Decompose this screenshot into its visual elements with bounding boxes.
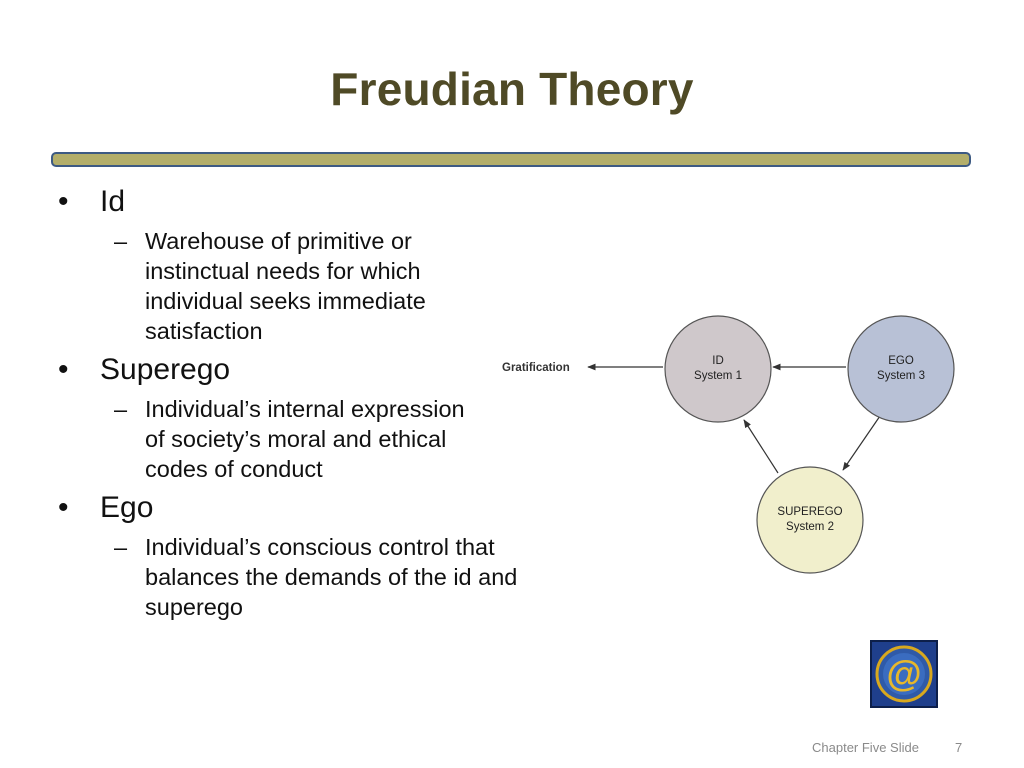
superego-node (756, 466, 864, 574)
sub-bullet-dash: – (114, 228, 128, 254)
bullet-id: • Id (58, 184, 538, 220)
superego-node-name: SUPEREGO (777, 506, 842, 518)
slide-title: Freudian Theory (330, 63, 694, 115)
sub-bullet-text: Individual’s internal expression of soci… (145, 396, 465, 482)
bullet-superego: • Superego (58, 352, 538, 388)
footer-text: Chapter Five Slide (812, 740, 919, 755)
bullet-dot: • (58, 353, 69, 386)
sub-bullet-id: – Warehouse of primitive or instinctual … (58, 226, 538, 346)
ego-node (847, 315, 955, 423)
arrow-superego-to-id (743, 419, 779, 474)
bullet-heading: Superego (100, 353, 231, 386)
id-node-name: ID (712, 355, 724, 367)
superego-node-system: System 2 (786, 521, 834, 533)
sub-bullet-ego: – Individual’s conscious control that ba… (58, 532, 538, 622)
arrow-ego-to-superego (842, 415, 881, 471)
ego-node-name: EGO (888, 355, 914, 367)
page-number: 7 (955, 740, 963, 755)
id-node-system: System 1 (694, 370, 742, 382)
gratification-label: Gratification (502, 362, 570, 374)
id-node (664, 315, 772, 423)
freud-diagram: Gratification ID System 1 EGO System 3 S… (502, 315, 955, 574)
sub-bullet-dash: – (114, 534, 128, 560)
sub-bullet-text: Individual’s conscious control that bala… (145, 534, 518, 620)
sub-bullet-dash: – (114, 396, 128, 422)
sub-bullet-text: Warehouse of primitive or instinctual ne… (145, 228, 426, 344)
bullet-heading: Id (100, 185, 126, 218)
bullet-dot: • (58, 185, 69, 218)
title-divider (51, 152, 971, 167)
bullet-dot: • (58, 491, 69, 524)
bullet-heading: Ego (100, 491, 154, 524)
ego-node-system: System 3 (877, 370, 925, 382)
at-sign-icon: @ (870, 640, 938, 708)
at-sign-glyph: @ (886, 653, 921, 694)
bullet-ego: • Ego (58, 490, 538, 526)
bullet-list: • Id – Warehouse of primitive or instinc… (58, 180, 538, 628)
sub-bullet-superego: – Individual’s internal expression of so… (58, 394, 538, 484)
